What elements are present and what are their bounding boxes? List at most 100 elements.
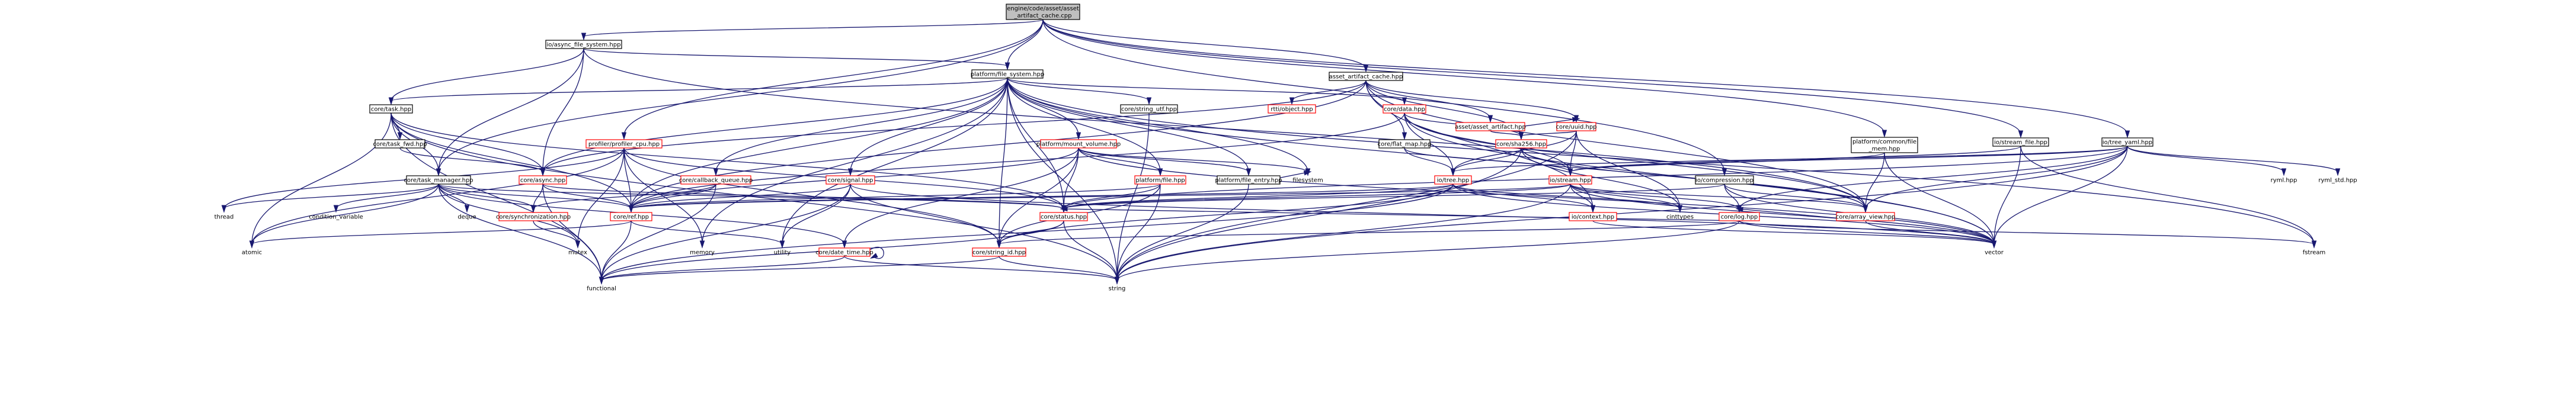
edge-core_task_manager-to-s_thread — [221, 183, 439, 213]
node-s_ryml: ryml.hpp — [2271, 178, 2297, 184]
node-label: core/status.hpp — [1041, 214, 1087, 221]
edge-core_log-to-core_status — [1060, 206, 1740, 221]
node-label: platform/file.hpp — [1135, 178, 1185, 184]
node-label: utility — [774, 250, 791, 256]
node-core_flat_map[interactable]: core/flat_map.hpp — [1378, 139, 1432, 149]
node-box — [1039, 212, 1088, 221]
node-box — [2101, 137, 2153, 147]
node-core_ref: core/ref.hpp — [610, 212, 652, 221]
node-label: platform/common/file — [1852, 139, 1916, 146]
edge-core_sync-to-s_mutex — [533, 220, 581, 249]
node-box — [1548, 175, 1592, 185]
node-box — [1383, 104, 1426, 114]
node-label: cinttypes — [1666, 214, 1694, 221]
node-io_compression[interactable]: io/compression.hpp — [1695, 175, 1754, 185]
node-core_task[interactable]: core/task.hpp — [369, 104, 413, 114]
node-core_task_fwd[interactable]: core/task_fwd.hpp — [373, 139, 427, 149]
edge-io_async_fs-to-core_array_view — [583, 48, 1868, 213]
node-box — [498, 212, 568, 221]
node-label: ryml_std.hpp — [2318, 178, 2357, 184]
edge-root-to-io_tree_yaml — [1042, 19, 2130, 138]
node-label: atomic — [242, 250, 262, 256]
node-label: core/sha256.hpp — [1496, 141, 1546, 148]
node-label: _artifact_cache.cpp — [1014, 13, 1072, 20]
edge-core_log-to-s_string — [1114, 220, 1740, 285]
node-label: core/async.hpp — [520, 178, 565, 184]
node-box — [585, 139, 663, 149]
edge-core_string_id-to-s_functional — [599, 256, 1000, 285]
node-core_string_utf[interactable]: core/string_utf.hpp — [1120, 104, 1178, 114]
node-s_utility: utility — [774, 250, 791, 256]
node-box — [1495, 139, 1547, 149]
edge-pf_fs-to-pf_file — [1007, 78, 1163, 176]
node-label: mutex — [568, 250, 587, 256]
node-core_date_time: core/date_time.hpp — [815, 247, 873, 257]
node-io_tree: io/tree.hpp — [1434, 175, 1472, 185]
node-label: io/tree.hpp — [1437, 178, 1470, 184]
edge-pf_fs-to-core_task — [388, 78, 1008, 105]
edge-core_ref-to-s_utility — [631, 220, 785, 249]
node-prof_cpu: profiler/profiler_cpu.hpp — [585, 139, 663, 149]
edge-io_tree_yaml-to-s_ryml — [2127, 146, 2287, 176]
node-io_tree_yaml[interactable]: io/tree_yaml.hpp — [2101, 137, 2153, 147]
edge-core_task-to-core_ref — [391, 112, 634, 213]
node-box — [369, 104, 413, 114]
node-label: filesystem — [1292, 178, 1323, 184]
edge-core_task_manager-to-s_condvar — [333, 183, 439, 213]
edge-root-to-core_task_manager — [436, 19, 1044, 176]
node-io_stream_file[interactable]: io/stream_file.hpp — [1992, 137, 2049, 147]
node-pf_fs[interactable]: platform/file_system.hpp — [971, 69, 1044, 79]
node-box — [610, 212, 652, 221]
node-pf_file_entry[interactable]: platform/file_entry.hpp — [1215, 175, 1282, 185]
node-box — [1455, 122, 1525, 131]
node-box — [825, 175, 875, 185]
edge-core_callback_queue-to-core_ref — [628, 183, 716, 213]
node-box — [519, 175, 567, 185]
node-aac_hpp[interactable]: asset_artifact_cache.hpp — [1329, 72, 1403, 81]
edge-core_task_fwd-to-core_async — [399, 147, 546, 176]
node-box — [1992, 137, 2049, 147]
node-box — [1040, 139, 1117, 149]
node-s_fstream: fstream — [2303, 250, 2326, 256]
edge-core_status-to-s_string — [1063, 220, 1120, 285]
edge-io_stream-to-s_vector — [1570, 183, 1997, 249]
node-core_task_manager[interactable]: core/task_manager.hpp — [404, 175, 473, 185]
edge-pf_fs-to-s_utility — [779, 78, 1008, 249]
node-s_memory: memory — [690, 250, 715, 256]
node-label: platform/file_entry.hpp — [1215, 178, 1282, 184]
node-pf_common_mem[interactable]: platform/common/file_mem.hpp — [1851, 137, 1918, 153]
edge-root-to-io_async_fs — [581, 19, 1044, 41]
node-label: core/log.hpp — [1721, 214, 1758, 221]
edge-io_tree_yaml-to-s_ryml_std — [2127, 146, 2341, 176]
node-rtti_object: rtti/object.hpp — [1268, 104, 1316, 114]
node-box — [1006, 4, 1080, 20]
edge-pf_mount-to-pf_file_entry — [1078, 147, 1252, 176]
node-root: engine/code/asset/asset_artifact_cache.c… — [1006, 4, 1080, 20]
edge-pf_fs-to-pf_mount — [1007, 78, 1081, 140]
edge-pf_fs-to-s_filesystem — [1007, 78, 1311, 176]
node-box — [972, 247, 1026, 257]
edge-io_stream-to-s_cinttypes — [1570, 183, 1683, 213]
node-io_async_fs[interactable]: io/async_file_system.hpp — [545, 40, 622, 49]
node-s_mutex: mutex — [568, 250, 587, 256]
edge-core_task_manager-to-core_ref — [438, 183, 634, 213]
node-label: core/string_id.hpp — [972, 250, 1026, 256]
node-core_callback_queue: core/callback_queue.hpp — [679, 175, 753, 185]
node-label: ryml.hpp — [2271, 178, 2297, 184]
edge-aac_hpp-to-aa_hpp — [1365, 80, 1493, 123]
node-layer: engine/code/asset/asset_artifact_cache.c… — [215, 4, 2357, 292]
edge-pf_fs-to-pf_file_entry — [1007, 78, 1252, 176]
node-label: io/compression.hpp — [1695, 178, 1753, 184]
node-s_condvar: condition_variable — [309, 214, 363, 221]
node-label: platform/mount_volume.hpp — [1036, 141, 1121, 148]
node-label: core/uuid.hpp — [1556, 124, 1596, 131]
node-box — [818, 247, 871, 257]
edge-io_stream_file-to-s_fstream — [2020, 146, 2317, 249]
node-box — [1836, 212, 1895, 221]
node-box — [1217, 175, 1281, 185]
node-label: core/string_utf.hpp — [1121, 107, 1177, 113]
edge-layer — [221, 19, 2341, 285]
edge-pf_fs-to-core_data — [1007, 78, 1407, 105]
node-core_sha256: core/sha256.hpp — [1495, 139, 1547, 149]
edge-core_uuid-to-s_cinttypes — [1576, 130, 1683, 213]
